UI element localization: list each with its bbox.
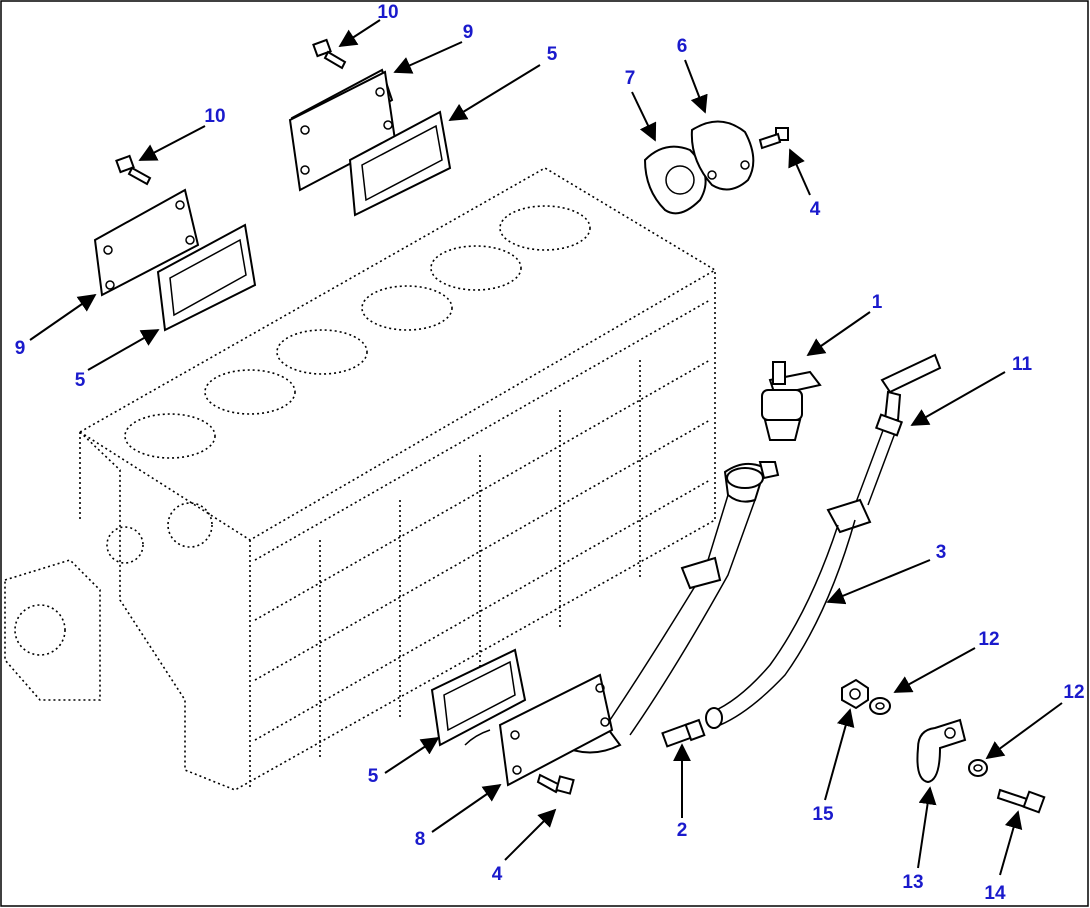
callout-9-left: 9 (15, 338, 26, 359)
bolt-4-upper (758, 127, 789, 150)
callout-5-left: 5 (75, 370, 86, 391)
callout-10-upper: 10 (377, 2, 398, 23)
bolt-4-lower (536, 773, 575, 795)
cover-plate-left (93, 188, 200, 297)
callout-14: 14 (984, 883, 1006, 904)
callout-8: 8 (415, 829, 426, 850)
callout-11: 11 (1012, 354, 1033, 375)
callout-5-lower: 5 (368, 766, 379, 787)
washer-upper (869, 697, 891, 715)
callout-2: 2 (677, 820, 688, 841)
cover-6 (690, 120, 755, 191)
washer-lower (968, 759, 988, 777)
drain-valve (761, 361, 822, 441)
callout-1: 1 (872, 292, 883, 313)
callout-15: 15 (812, 804, 834, 825)
leader-lines (29, 19, 1063, 876)
callout-4-lower: 4 (492, 864, 503, 885)
callout-7: 7 (625, 68, 636, 89)
bolt-upper (312, 38, 347, 70)
callout-13: 13 (902, 872, 923, 893)
callout-numbers: 10 9 5 6 7 10 4 9 5 1 11 3 12 12 5 15 8 … (15, 2, 1085, 904)
dipstick-tube (705, 498, 872, 729)
gasket-upper (348, 110, 452, 217)
engine-block (4, 167, 717, 791)
bolt-14 (996, 788, 1046, 814)
callout-12-upper: 12 (978, 629, 999, 650)
gasket-lower (430, 648, 527, 747)
dipstick (854, 353, 942, 506)
gasket-7 (643, 145, 707, 215)
gasket-left (156, 223, 257, 332)
callout-4-upper: 4 (810, 199, 821, 220)
callout-10-left: 10 (204, 106, 225, 127)
callout-3: 3 (936, 542, 947, 563)
connector-2 (661, 718, 706, 748)
bolt-left (115, 154, 152, 186)
callout-6: 6 (677, 36, 688, 57)
callout-9-upper: 9 (463, 22, 474, 43)
mounting-plate-8 (464, 673, 614, 787)
callout-12-lower: 12 (1063, 682, 1084, 703)
nut-15 (841, 678, 869, 710)
clamp-13 (916, 718, 967, 784)
callout-5-upper: 5 (547, 44, 558, 65)
